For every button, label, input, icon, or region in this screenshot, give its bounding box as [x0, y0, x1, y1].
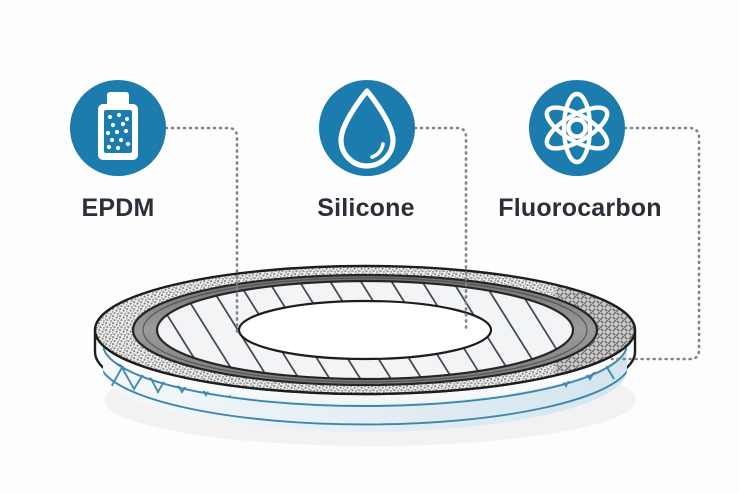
atom-icon — [544, 91, 610, 165]
legend-node-fluorocarbon[interactable] — [529, 80, 625, 176]
center-hole — [237, 299, 493, 361]
water-droplet-icon — [338, 88, 396, 169]
fluorocarbon-circle — [529, 80, 625, 176]
layered-gasket-ring — [93, 264, 637, 446]
ring-band-edges — [131, 273, 599, 387]
connector-fluorocarbon — [610, 126, 701, 361]
legend-node-epdm[interactable] — [70, 80, 166, 176]
legend-label-epdm: EPDM — [81, 194, 155, 222]
bottle-speckled-icon — [98, 92, 138, 160]
legend-label-silicone: Silicone — [317, 194, 415, 222]
connector-epdm — [164, 126, 239, 334]
ring-inner-highlight — [142, 277, 588, 383]
connector-lines — [164, 126, 701, 361]
legend-label-fluorocarbon: Fluorocarbon — [498, 194, 662, 222]
legend-node-silicone[interactable] — [319, 80, 415, 176]
ring-outlines — [93, 264, 637, 396]
connector-silicone — [413, 126, 468, 334]
